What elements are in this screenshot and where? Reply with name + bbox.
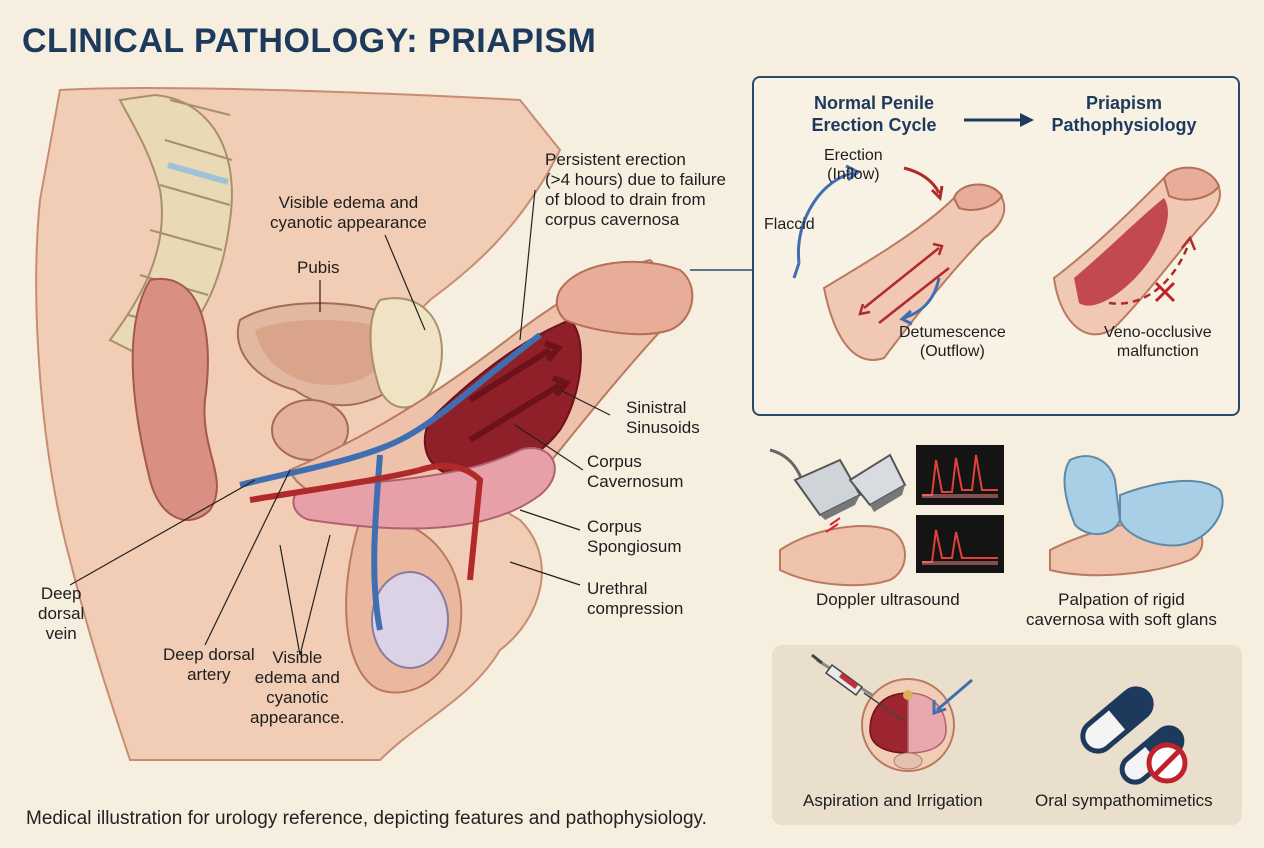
label-flaccid: Flaccid [764, 216, 815, 233]
anatomy-illustration [35, 87, 694, 761]
testis [371, 571, 449, 669]
doppler-waveform-1 [916, 445, 1004, 505]
deep-dorsal-artery [249, 462, 484, 581]
label-detumescence-outflow: Detumescence(Outflow) [899, 324, 1006, 360]
normal-penis-drawing [822, 185, 1006, 361]
label-persistent-erection: Persistent erection(>4 hours) due to fai… [545, 150, 726, 229]
label-oral-sympathomimetics: Oral sympathomimetics [1035, 791, 1213, 810]
label-erection-inflow: Erection(Inflow) [824, 147, 883, 183]
figure-caption: Medical illustration for urology referen… [26, 808, 707, 829]
label-pubis: Pubis [297, 258, 340, 277]
doppler-probe-drawing [769, 448, 907, 587]
prostate [271, 399, 349, 461]
inflow-arrows [468, 340, 571, 443]
label-doppler-ultrasound: Doppler ultrasound [816, 590, 960, 609]
doppler-waveform-2 [916, 515, 1004, 573]
rectum [131, 277, 218, 521]
cross-section-drawing [861, 678, 955, 772]
page-title: CLINICAL PATHOLOGY: PRIAPISM [22, 22, 597, 60]
treatment-section: Aspiration and Irrigation Oral sympathom… [772, 645, 1242, 825]
leader-lines [69, 189, 611, 656]
syringe-drawing [811, 653, 905, 722]
corpus-cavernosum [423, 318, 582, 479]
treatment-graphics [811, 653, 1188, 785]
corpus-spongiosum [292, 447, 556, 530]
diagnosis-graphics [769, 445, 1224, 587]
glans [555, 260, 694, 336]
pubis-bone [369, 297, 443, 409]
palpation-hands-drawing [1049, 455, 1224, 577]
capsule-pills-drawing [1080, 686, 1188, 785]
label-aspiration-irrigation: Aspiration and Irrigation [803, 791, 983, 810]
cycle-graphics [792, 113, 1221, 361]
panel-connector [690, 269, 754, 271]
